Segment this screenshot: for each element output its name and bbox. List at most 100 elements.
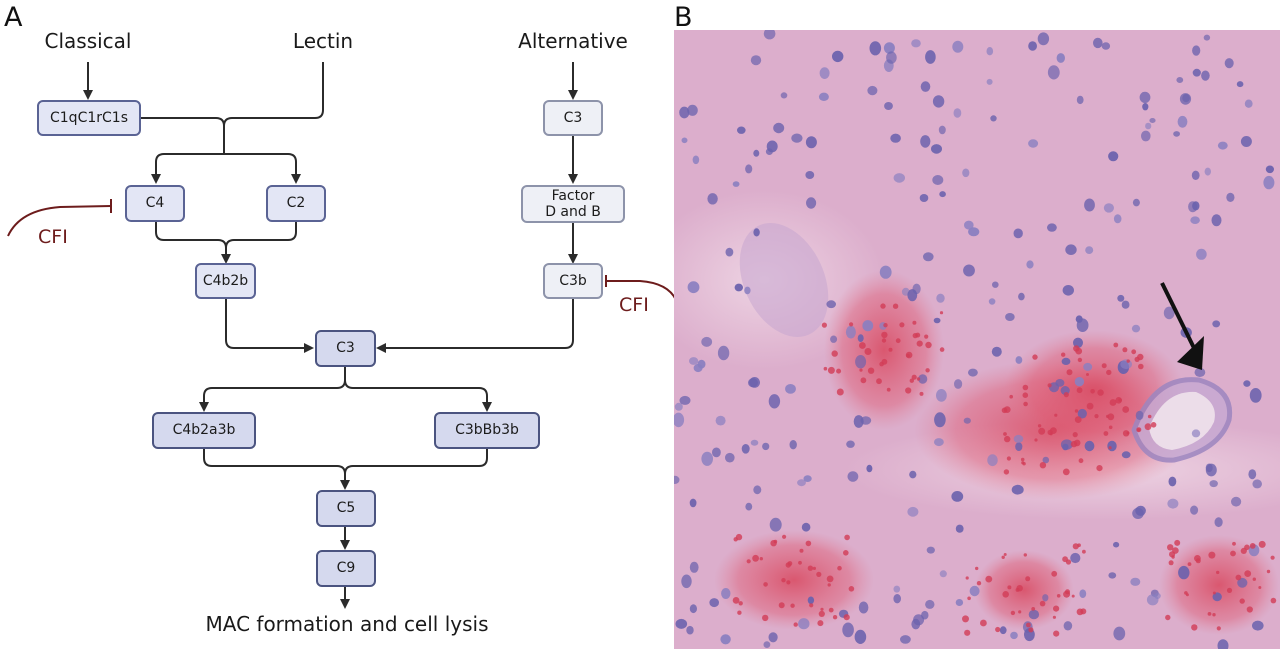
nucleus	[805, 171, 815, 179]
nucleus	[1074, 377, 1085, 387]
erythrocyte	[770, 540, 777, 547]
erythrocyte	[1086, 402, 1094, 410]
erythrocyte	[1051, 570, 1058, 577]
nucleus	[1061, 357, 1071, 365]
erythrocyte	[1165, 614, 1171, 621]
nucleus	[1145, 122, 1152, 130]
nucleus	[674, 402, 683, 411]
nucleus	[893, 594, 901, 604]
line-c4-down	[155, 221, 231, 264]
erythrocyte	[816, 571, 822, 578]
nucleus	[1018, 292, 1025, 301]
erythrocyte	[1075, 347, 1083, 355]
nucleus	[768, 632, 778, 643]
nucleus	[830, 335, 838, 343]
nucleus	[763, 641, 771, 648]
erythrocyte	[827, 366, 835, 374]
erythrocyte	[876, 378, 882, 385]
erythrocyte	[1103, 431, 1109, 436]
erythrocyte	[1232, 541, 1236, 546]
nucleus	[1236, 81, 1244, 88]
nucleus	[999, 626, 1007, 635]
nucleus	[854, 629, 867, 645]
arrow-c3-to-c4b2a3b	[199, 366, 346, 412]
erythrocyte	[859, 368, 863, 372]
erythrocyte	[1037, 424, 1042, 428]
erythrocyte	[1071, 594, 1075, 598]
erythrocyte	[1002, 591, 1009, 598]
erythrocyte	[1054, 413, 1058, 417]
nucleus	[1108, 151, 1119, 162]
erythrocyte	[1131, 349, 1137, 355]
erythrocyte	[1039, 462, 1047, 469]
erythrocyte	[1167, 544, 1174, 551]
erythrocyte	[859, 342, 866, 349]
erythrocyte	[1115, 397, 1122, 404]
nucleus	[951, 491, 964, 502]
nucleus	[842, 622, 854, 638]
node-c3-central: C3	[315, 330, 376, 367]
nucleus	[1079, 589, 1087, 598]
erythrocyte	[1216, 626, 1221, 631]
nucleus	[1168, 476, 1177, 487]
nucleus	[720, 634, 731, 645]
nucleus	[1135, 505, 1146, 516]
erythrocyte	[1246, 606, 1253, 613]
erythrocyte	[817, 620, 824, 627]
nucleus	[1205, 463, 1217, 477]
erythrocyte	[1168, 560, 1174, 566]
nucleus	[1190, 216, 1200, 224]
erythrocyte	[1249, 543, 1256, 549]
nucleus	[1042, 594, 1049, 602]
nucleus	[1226, 192, 1235, 202]
nucleus	[1149, 118, 1156, 123]
erythrocyte	[1074, 409, 1079, 413]
nucleus	[1188, 201, 1198, 213]
erythrocyte	[827, 583, 831, 587]
nucleus	[1182, 94, 1190, 103]
erythrocyte	[905, 387, 912, 394]
erythrocyte	[836, 388, 844, 396]
nucleus	[920, 135, 931, 148]
erythrocyte	[1216, 570, 1220, 575]
erythrocyte	[925, 341, 932, 349]
erythrocyte	[1096, 465, 1103, 472]
nucleus	[969, 585, 980, 597]
nucleus	[883, 42, 895, 54]
nucleus	[674, 412, 685, 428]
nucleus	[992, 281, 999, 288]
erythrocyte	[1252, 577, 1256, 581]
nucleus	[686, 625, 694, 635]
nucleus	[789, 440, 797, 450]
nucleus	[687, 281, 700, 294]
line-c4b2a3b-down	[203, 448, 350, 490]
nucleus	[855, 355, 867, 369]
erythrocyte	[1212, 591, 1216, 595]
nucleus	[1191, 170, 1200, 180]
erythrocyte	[1028, 627, 1034, 633]
erythrocyte	[909, 378, 914, 383]
nucleus	[1113, 626, 1126, 641]
erythrocyte	[1009, 394, 1013, 399]
nucleus	[1005, 313, 1015, 321]
erythrocyte	[892, 303, 899, 309]
nucleus	[1190, 505, 1199, 515]
nucleus	[1093, 37, 1103, 49]
nucleus	[963, 264, 975, 277]
panel-b-label: B	[674, 2, 693, 33]
erythrocyte	[925, 368, 930, 373]
nucleus	[1203, 34, 1211, 41]
node-c3b: C3b	[543, 263, 603, 299]
erythrocyte	[1053, 630, 1060, 637]
erythrocyte	[1138, 363, 1144, 370]
erythrocyte	[1226, 587, 1233, 594]
nucleus	[732, 181, 740, 187]
nucleus	[1248, 469, 1257, 480]
erythrocyte	[1025, 576, 1031, 582]
erythrocyte	[1258, 540, 1266, 548]
nucleus	[886, 51, 897, 64]
erythrocyte	[837, 565, 842, 571]
node-c1qc1rc1s: C1qC1rC1s	[37, 100, 141, 136]
nucleus	[893, 173, 905, 183]
nucleus	[964, 220, 974, 230]
